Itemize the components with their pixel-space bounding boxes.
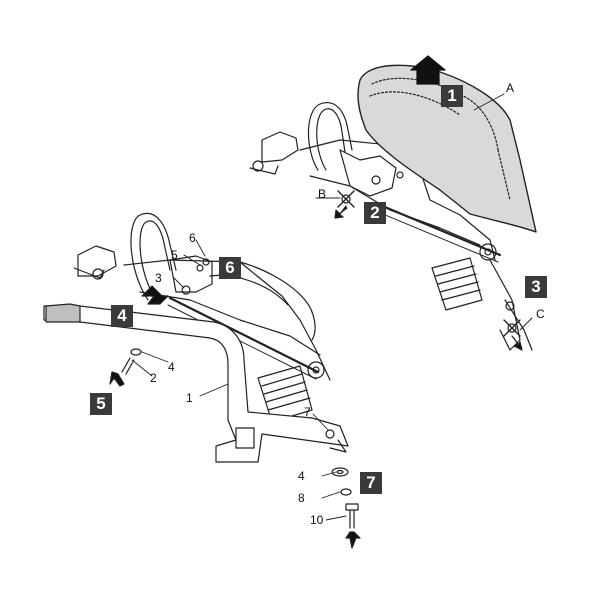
part-callout-4-lower: 4 xyxy=(298,469,305,483)
lower-bike-view xyxy=(43,212,361,549)
part-callout-2: 2 xyxy=(150,371,157,385)
mounting-bracket xyxy=(43,305,349,463)
upper-shock xyxy=(431,243,497,311)
lower-shock xyxy=(257,361,325,423)
arrow-b-icon xyxy=(334,205,348,219)
step-1-label: 1 xyxy=(441,85,463,107)
step-5-label: 5 xyxy=(90,393,112,415)
lower-frame xyxy=(123,259,331,381)
leader-a xyxy=(473,93,505,111)
hardware-stack xyxy=(321,467,361,549)
part-callout-6: 6 xyxy=(189,231,196,245)
part-callout-3: 3 xyxy=(155,271,162,285)
step-6-label: 6 xyxy=(219,257,241,279)
part-callout-5: 5 xyxy=(171,248,178,262)
callout-letter-c: C xyxy=(536,307,545,321)
upper-lever xyxy=(249,165,279,175)
push-arrow-icon xyxy=(141,285,169,305)
upper-rear-bar xyxy=(378,203,502,257)
part-callout-7: 7 xyxy=(304,405,311,419)
arrow-c-icon xyxy=(511,335,523,351)
step-7-label: 7 xyxy=(360,472,382,494)
lower-grab-rail xyxy=(130,212,177,301)
lower-bracket xyxy=(169,255,213,293)
lift-arrow-icon xyxy=(410,55,446,85)
upper-grab-rail xyxy=(307,102,353,171)
upper-swing-arm xyxy=(489,259,521,351)
upper-frame xyxy=(299,139,496,261)
bolt-b xyxy=(315,190,355,219)
arrow-bolt-icon xyxy=(109,371,125,387)
step-3-label: 3 xyxy=(525,276,547,298)
lower-rear-bar xyxy=(168,296,320,374)
bolt-c xyxy=(503,317,533,351)
bracket-end-cap xyxy=(45,303,81,323)
upper-bike-view xyxy=(249,55,537,351)
arrow-up-icon xyxy=(345,531,361,549)
callout-letter-a: A xyxy=(506,81,515,95)
bolt-2 xyxy=(109,348,142,387)
upper-grip xyxy=(261,131,299,163)
step-4-label: 4 xyxy=(111,305,133,327)
lower-grip xyxy=(77,245,117,277)
part-callout-1: 1 xyxy=(186,391,193,405)
part-callout-10: 10 xyxy=(310,513,324,527)
step-2-label: 2 xyxy=(364,202,386,224)
callout-letter-b: B xyxy=(318,187,327,201)
part-callout-8: 8 xyxy=(298,491,305,505)
part-callout-4-upper: 4 xyxy=(168,360,175,374)
seat-stitch xyxy=(371,77,499,151)
